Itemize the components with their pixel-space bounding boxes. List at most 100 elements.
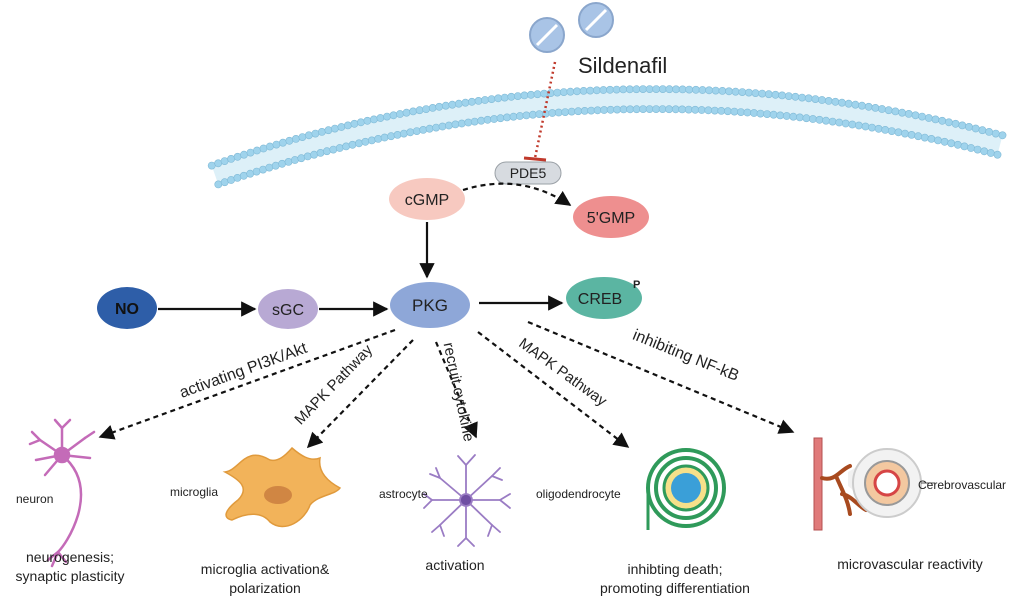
- lipid-bead: [705, 86, 713, 95]
- lipid-bead: [297, 154, 306, 163]
- lipid-bead: [743, 108, 752, 117]
- lipid-bead: [494, 94, 503, 103]
- lipid-bead: [978, 126, 987, 135]
- lipid-bead: [685, 85, 694, 94]
- lipid-bead: [809, 115, 817, 123]
- lipid-bead: [527, 90, 535, 99]
- lipid-bead: [815, 115, 824, 124]
- lipid-bead: [626, 105, 634, 114]
- lipid-bead: [399, 129, 408, 138]
- lipid-bead: [239, 171, 248, 180]
- lipid-bead: [619, 105, 628, 114]
- lipid-bead: [645, 85, 654, 93]
- cgmp-to-gmp5-arrow: [462, 182, 572, 206]
- lipid-bead: [758, 89, 767, 98]
- lipid-bead: [553, 88, 562, 97]
- lipid-bead: [303, 152, 312, 161]
- lipid-bead: [322, 147, 331, 156]
- lipid-bead: [691, 105, 700, 114]
- pkg-label: PKG: [412, 296, 448, 315]
- lipid-bead: [265, 163, 274, 172]
- lipid-bead: [945, 118, 953, 127]
- pathway-label-pi3k: activating PI3K/Akt: [177, 340, 310, 402]
- lipid-bead: [818, 96, 826, 104]
- lipid-bead: [406, 128, 415, 137]
- lipid-bead: [658, 105, 667, 113]
- outcome-astrocyte: activation: [400, 556, 510, 575]
- lipid-bead: [419, 125, 428, 134]
- lipid-bead: [606, 105, 615, 114]
- lipid-bead: [356, 118, 365, 127]
- lipid-bead: [566, 87, 575, 96]
- lipid-bead: [907, 130, 916, 139]
- lipid-bead: [246, 169, 255, 178]
- lipid-bead: [918, 112, 926, 121]
- lipid-bead: [474, 97, 483, 105]
- pkg-to-cerebrovascular-arrow: [527, 320, 795, 434]
- lipid-bead: [343, 121, 352, 130]
- astrocyte-icon: [423, 454, 511, 547]
- inhibition-line: [533, 61, 557, 159]
- lipid-bead: [613, 105, 621, 114]
- lipid-bead: [233, 173, 242, 182]
- lipid-bead: [593, 106, 602, 115]
- lipid-bead: [383, 112, 391, 121]
- lipid-bead: [632, 105, 641, 114]
- cerebrovascular-label: Cerebrovascular: [918, 478, 1006, 492]
- lipid-bead: [396, 110, 404, 118]
- lipid-bead: [851, 100, 860, 109]
- lipid-bead: [457, 119, 466, 128]
- lipid-bead: [271, 161, 280, 170]
- pkg-to-neuron-arrow: [98, 328, 396, 440]
- lipid-bead: [625, 85, 634, 94]
- lipid-bead: [665, 85, 674, 94]
- no-label: NO: [115, 301, 139, 318]
- lipid-bead: [387, 132, 395, 141]
- lipid-bead: [665, 105, 673, 114]
- pde5-node: PDE5: [494, 161, 562, 185]
- outcome-astrocyte-line1: activation: [425, 557, 485, 573]
- lipid-bead: [697, 106, 706, 114]
- lipid-bead: [924, 114, 933, 122]
- creb-node: CREB P: [566, 277, 642, 319]
- outcome-microglia-line2: polarization: [229, 580, 301, 596]
- lipid-bead: [444, 121, 453, 130]
- lipid-bead: [652, 105, 660, 113]
- outcome-microglia: microglia activation& polarization: [180, 560, 350, 598]
- lipid-bead: [483, 115, 492, 124]
- cell-membrane: [207, 85, 1007, 189]
- lipid-bead: [980, 147, 989, 156]
- lipid-bead: [678, 85, 687, 94]
- lipid-bead: [723, 107, 732, 116]
- lipid-bead: [725, 87, 733, 96]
- lipid-bead: [374, 134, 383, 143]
- lipid-bead: [363, 116, 372, 125]
- lipid-bead: [291, 134, 300, 143]
- lipid-bead: [448, 100, 457, 109]
- lipid-bead: [435, 102, 444, 111]
- lipid-bead: [513, 92, 522, 100]
- lipid-bead: [878, 105, 886, 113]
- outcome-oligo-line2: promoting differentiation: [600, 580, 750, 596]
- lipid-bead: [348, 140, 357, 149]
- cgmp-label: cGMP: [405, 192, 449, 209]
- lipid-bead: [520, 91, 529, 100]
- pathway-label-cytokine: recruit cytokine: [440, 341, 478, 443]
- no-node: NO: [97, 287, 157, 329]
- lipid-bead: [684, 105, 693, 114]
- lipid-bead: [782, 112, 791, 120]
- lipid-bead: [441, 101, 450, 110]
- lipid-bead: [278, 138, 287, 147]
- lipid-bead: [252, 167, 261, 176]
- lipid-bead: [496, 114, 505, 123]
- lipid-bead: [500, 93, 509, 102]
- lipid-bead: [461, 98, 470, 107]
- lipid-bead: [503, 113, 511, 122]
- creb-phospho-label: P: [633, 279, 640, 291]
- oligodendrocyte-icon: [646, 448, 726, 530]
- lipid-bead: [612, 85, 621, 94]
- lipid-bead: [438, 122, 447, 131]
- lipid-bead: [911, 111, 920, 120]
- lipid-bead: [858, 101, 866, 110]
- lipid-bead: [678, 105, 687, 114]
